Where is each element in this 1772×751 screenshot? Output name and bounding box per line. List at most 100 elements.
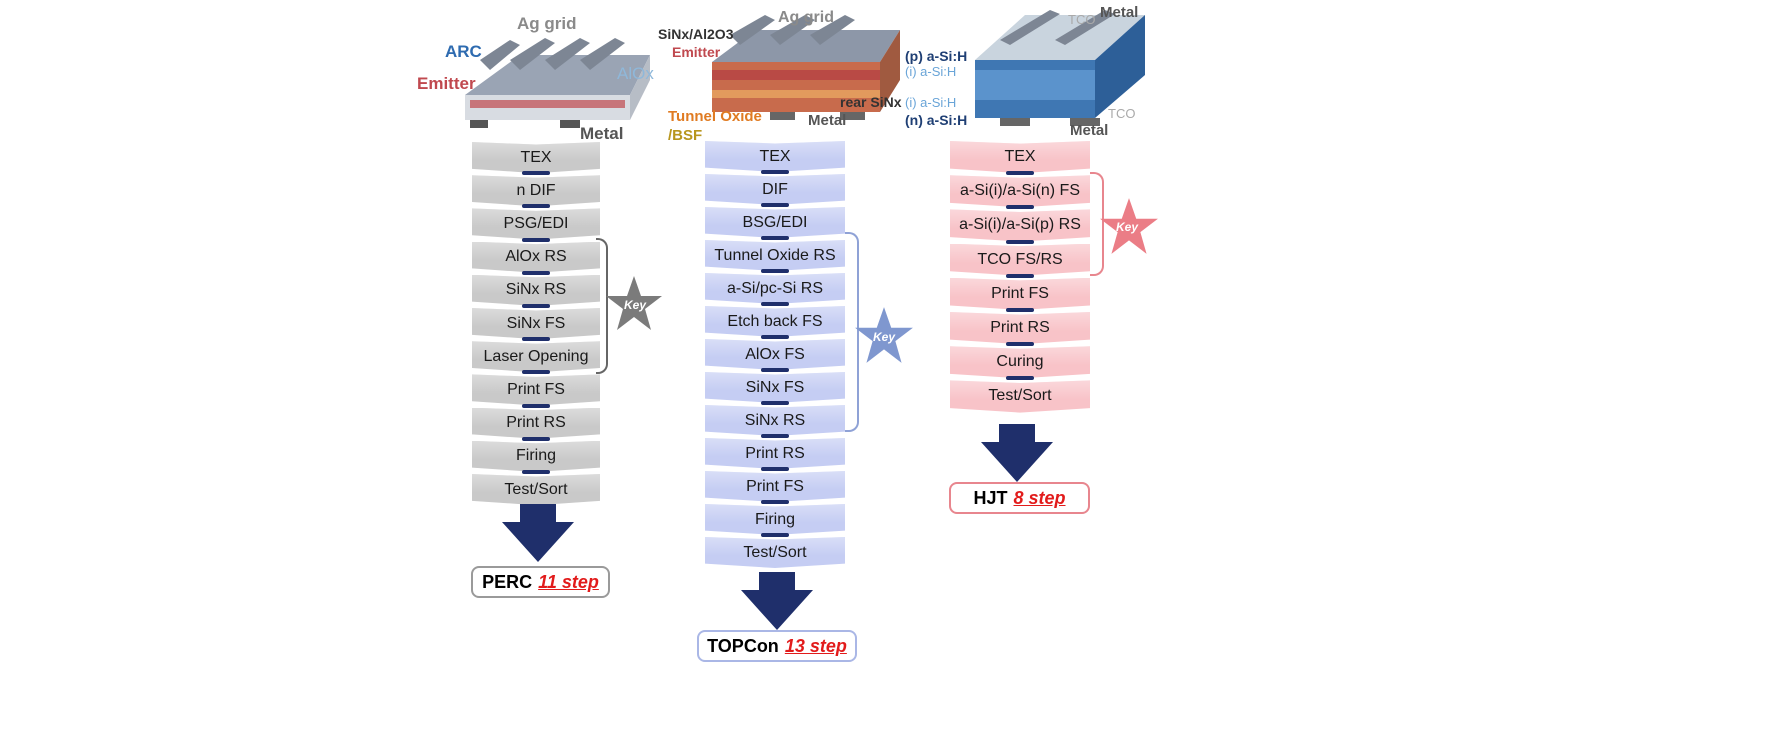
hjt-step-label: Curing [996, 353, 1044, 371]
topcon-step: Tunnel Oxide RS [705, 240, 845, 271]
topcon-step-connector [761, 434, 789, 438]
topcon-step-label: TEX [759, 147, 791, 165]
hjt-step: Curing [950, 346, 1090, 379]
hjt-step-connector [1006, 342, 1034, 347]
topcon-step-label: a-Si/pc-Si RS [726, 279, 824, 297]
topcon-down-arrow-icon [741, 572, 813, 630]
perc-key-label: Key [624, 298, 647, 312]
perc-step: Laser Opening [472, 341, 600, 373]
hjt-step: Test/Sort [950, 380, 1090, 413]
perc-arc-label: ARC [445, 42, 482, 61]
perc-step-label: Laser Opening [483, 347, 589, 365]
topcon-step-label: AlOx FS [745, 345, 805, 363]
perc-step-connector [522, 304, 550, 308]
hjt-tco-top-label: TCO [1068, 12, 1096, 27]
perc-step-label: Firing [515, 447, 556, 465]
hjt-key-label: Key [1116, 220, 1139, 234]
hjt-step: Print FS [950, 277, 1090, 310]
hjt-step: TCO FS/RS [950, 243, 1090, 276]
perc-step: Test/Sort [472, 474, 600, 506]
topcon-key-star-icon [855, 307, 913, 363]
hjt-metal-top-label: Metal [1100, 4, 1139, 21]
topcon-step-connector [761, 467, 789, 471]
hjt-step-connector [1006, 205, 1034, 210]
hjt-step: a-Si(i)/a-Si(n) FS [950, 175, 1090, 208]
topcon-step-label: BSG/EDI [742, 213, 808, 231]
perc-step-label: n DIF [516, 181, 556, 199]
topcon-step: SiNx FS [705, 372, 845, 403]
perc-step-connector [522, 337, 550, 342]
topcon-step-connector [761, 368, 789, 372]
hjt-metal-bot-label: Metal [1070, 122, 1109, 139]
topcon-step-label: SiNx RS [744, 411, 806, 429]
hjt-key-bracket [1090, 172, 1104, 276]
hjt-i-asi-bot-label: (i) a-Si:H [905, 95, 957, 110]
perc-down-arrow-icon [502, 504, 574, 562]
hjt-count: 8 step [1013, 487, 1066, 508]
topcon-key-label: Key [873, 330, 896, 344]
perc-step-connector [522, 204, 550, 209]
hjt-step-connector [1006, 273, 1034, 278]
topcon-step-connector [761, 335, 789, 339]
perc-name: PERC [482, 571, 533, 592]
topcon-step: SiNx RS [705, 405, 845, 436]
hjt-step-count-box: HJT 8 step [949, 482, 1090, 514]
perc-step-count-box: PERC 11 step [471, 566, 610, 598]
perc-step: PSG/EDI [472, 208, 600, 240]
hjt-step-connector [1006, 308, 1034, 312]
topcon-rear-label: rear SiNx [840, 94, 902, 110]
perc-step: TEX [472, 142, 600, 174]
topcon-step-label: DIF [762, 180, 788, 198]
topcon-count: 13 step [784, 635, 847, 656]
topcon-step-connector [761, 533, 789, 537]
topcon-step-connector [761, 203, 789, 207]
perc-ag-grid-label: Ag grid [517, 14, 577, 33]
perc-emitter-label: Emitter [417, 74, 476, 93]
perc-step-label: PSG/EDI [503, 214, 569, 232]
perc-key-star-icon [606, 276, 662, 330]
perc-step-connector [522, 237, 550, 242]
hjt-step: TEX [950, 141, 1090, 174]
perc-step-label: Print RS [506, 414, 566, 432]
perc-alox-label: AlOx [617, 64, 654, 83]
hjt-step-label: TEX [1004, 148, 1036, 166]
perc-step: Firing [472, 440, 600, 472]
topcon-step-connector [761, 269, 789, 273]
topcon-step: AlOx FS [705, 339, 845, 370]
topcon-sin-al-label: SiNx/Al2O3 [658, 26, 734, 42]
topcon-step-connector [761, 302, 789, 306]
perc-step-label: SiNx RS [505, 281, 567, 299]
topcon-step: Print FS [705, 471, 845, 502]
perc-step-label: TEX [520, 148, 552, 166]
topcon-step: BSG/EDI [705, 207, 845, 238]
hjt-step-connector [1006, 239, 1034, 244]
topcon-step: Firing [705, 504, 845, 535]
hjt-step-label: Print RS [990, 319, 1050, 337]
topcon-bsf-label: /BSF [668, 127, 703, 144]
topcon-step-count-box: TOPCon 13 step [697, 630, 857, 662]
topcon-tunnel-label: Tunnel Oxide [668, 108, 762, 125]
perc-step-label: AlOx RS [505, 248, 567, 266]
topcon-step-label: Etch back FS [727, 312, 823, 330]
hjt-step-connector [1006, 171, 1034, 176]
topcon-process-flow: TEX DIF BSG/EDI Tunnel Oxide RS a-Si/pc-Si R… [705, 141, 845, 570]
hjt-name: HJT [973, 487, 1008, 508]
hjt-tco-bot-label: TCO [1108, 106, 1136, 121]
perc-step: AlOx RS [472, 241, 600, 273]
topcon-step: DIF [705, 174, 845, 205]
topcon-step-label: Print FS [746, 477, 804, 495]
perc-step-connector [522, 470, 550, 474]
perc-step-connector [522, 370, 550, 375]
perc-key-bracket [596, 238, 608, 374]
perc-step: Print RS [472, 407, 600, 439]
perc-step-label: Print FS [507, 380, 565, 398]
hjt-step-label: Print FS [991, 284, 1049, 302]
topcon-step-connector [761, 236, 789, 240]
hjt-step-label: Test/Sort [988, 387, 1052, 405]
hjt-down-arrow-icon [981, 424, 1053, 482]
hjt-step: a-Si(i)/a-Si(p) RS [950, 209, 1090, 242]
perc-step-connector [522, 171, 550, 176]
hjt-step-label: TCO FS/RS [977, 250, 1063, 268]
